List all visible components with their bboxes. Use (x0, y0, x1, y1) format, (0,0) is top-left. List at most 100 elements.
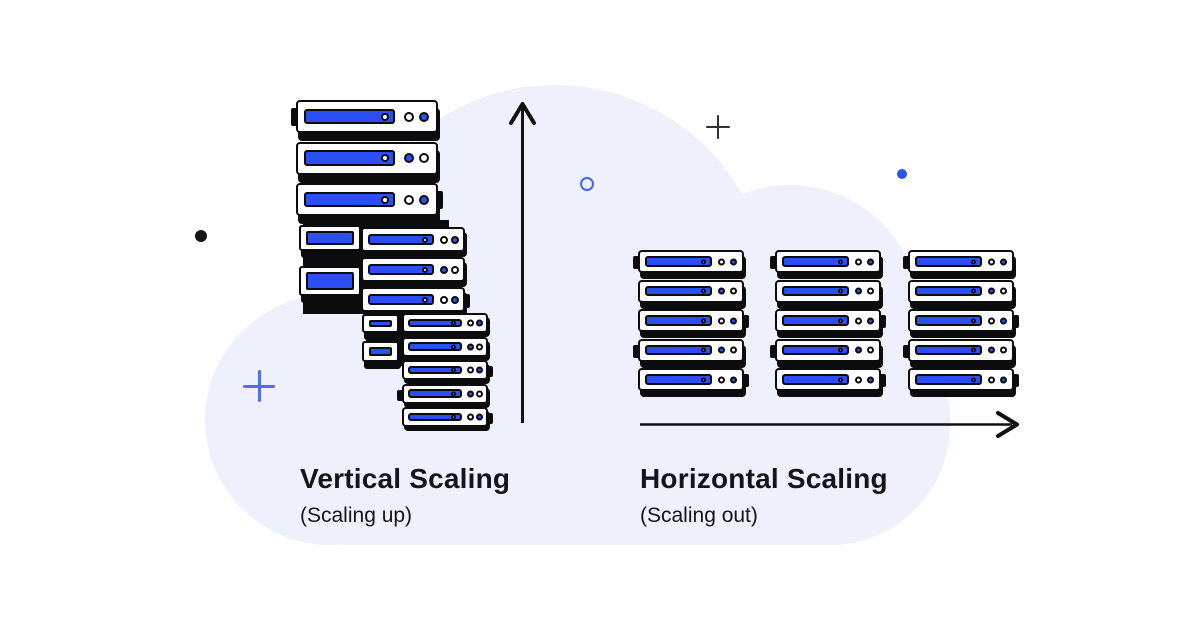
status-led-filled (866, 258, 874, 265)
status-led-outline (988, 317, 996, 324)
server-drive-bar (367, 263, 434, 276)
status-led-outline (439, 235, 448, 244)
server-drive-bar (304, 150, 396, 166)
medium-server (361, 257, 465, 282)
status-led-outline (476, 343, 484, 350)
server-side-tab (770, 344, 780, 358)
horizontal-arrow (640, 411, 1019, 438)
partial-server-bar (369, 347, 392, 356)
status-led-outline (729, 287, 737, 295)
server-side-tab (483, 366, 493, 377)
server-side-tab (633, 256, 643, 269)
server-drive-bar (914, 256, 982, 267)
status-led-outline (999, 287, 1007, 295)
status-led-outline (999, 346, 1007, 354)
status-led-outline (855, 317, 863, 324)
server-drive-bar (367, 293, 434, 306)
status-led-filled (999, 258, 1007, 265)
vertical-arrow (509, 102, 536, 423)
status-led-filled (466, 390, 474, 397)
server-drive-bar (644, 374, 712, 385)
grid-server (633, 338, 744, 362)
server-drive-bar (781, 315, 849, 326)
grid-server (903, 338, 1014, 362)
server-drive-bar (914, 374, 982, 385)
server-drive-bar (644, 285, 712, 297)
blue-plus-decoration (243, 370, 275, 402)
status-led-outline (466, 366, 474, 374)
server-drive-bar (304, 191, 396, 208)
grid-server (638, 279, 744, 303)
server-bar-light (700, 377, 706, 382)
server-drive-bar (644, 315, 712, 326)
status-led-filled (419, 111, 430, 122)
status-led-filled (476, 366, 484, 374)
status-led-outline (451, 265, 459, 274)
server-side-tab (1009, 374, 1019, 387)
status-led-filled (988, 346, 996, 354)
server-drive-bar (407, 412, 462, 422)
server-bar-light (837, 377, 843, 382)
server-side-tab (903, 256, 913, 269)
grid-server (638, 368, 749, 391)
server-bar-light (700, 288, 706, 294)
server-bar-light (450, 391, 456, 396)
partial-server-bar (306, 272, 354, 290)
small-server (402, 336, 488, 357)
status-led-filled (729, 317, 737, 324)
status-led-outline (729, 346, 737, 354)
server-bar-light (700, 259, 706, 264)
partial-server-bar (306, 231, 354, 245)
server-side-tab (876, 315, 886, 328)
status-led-filled (988, 287, 996, 295)
large-server (296, 183, 443, 216)
partial-server-behind (362, 341, 399, 362)
partial-server-bar (369, 320, 392, 327)
server-bar-light (837, 288, 843, 294)
server-bar-light (450, 320, 456, 326)
server-side-tab (291, 108, 301, 126)
server-drive-bar (781, 344, 849, 356)
grid-server (633, 250, 744, 273)
status-led-outline (988, 376, 996, 383)
server-drive-bar (644, 344, 712, 356)
vertical-scaling-subtitle: (Scaling up) (300, 504, 413, 527)
server-drive-bar (407, 365, 462, 375)
server-side-tab (739, 374, 749, 387)
grid-server (775, 309, 886, 332)
server-bar-light (381, 112, 390, 121)
status-led-filled (999, 376, 1007, 383)
medium-server (356, 227, 465, 252)
server-side-tab (770, 256, 780, 269)
server-bar-light (970, 259, 976, 264)
status-led-outline (718, 317, 726, 324)
server-drive-bar (781, 256, 849, 267)
status-led-outline (439, 295, 448, 304)
status-led-filled (451, 295, 459, 304)
server-side-tab (1009, 315, 1019, 328)
small-server (397, 313, 488, 333)
medium-server (361, 287, 470, 312)
server-bar-light (450, 414, 456, 420)
large-server (291, 100, 438, 133)
status-led-filled (439, 265, 448, 274)
server-bar-light (450, 367, 456, 373)
status-led-filled (729, 376, 737, 383)
status-led-filled (866, 317, 874, 324)
status-led-filled (419, 194, 430, 205)
server-bar-light (700, 347, 706, 353)
server-drive-bar (781, 285, 849, 297)
status-led-outline (866, 346, 874, 354)
grid-server (638, 309, 749, 332)
server-drive-bar (407, 318, 462, 328)
status-led-outline (855, 376, 863, 383)
server-bar-light (970, 288, 976, 294)
large-server (296, 141, 438, 175)
server-bar-light (970, 377, 976, 382)
server-bar-light (381, 195, 390, 204)
black-plus-decoration (706, 115, 730, 139)
server-drive-bar (304, 108, 396, 125)
grid-server (908, 279, 1014, 303)
partial-server-behind (299, 225, 361, 251)
